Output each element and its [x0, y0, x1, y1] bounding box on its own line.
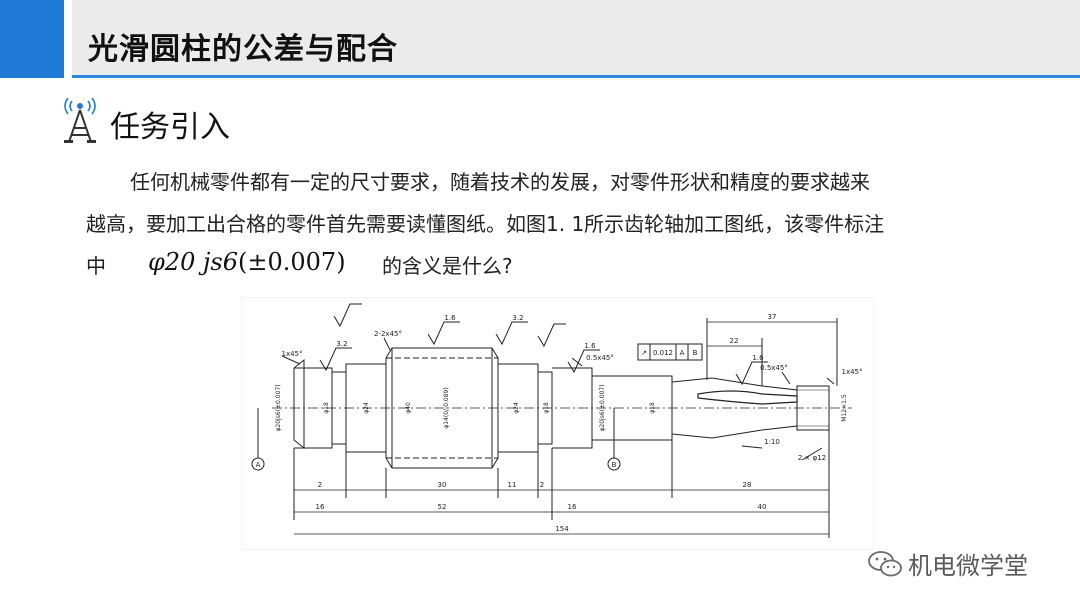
- datum-a-label: A: [256, 461, 261, 469]
- chamfer-label: 2-2x45°: [374, 330, 402, 338]
- roughness-label: 1.6: [444, 314, 456, 322]
- roughness-label: 3.2: [512, 314, 523, 322]
- page-title: 光滑圆柱的公差与配合: [88, 32, 398, 67]
- chamfer-label: 0.5x45°: [760, 364, 788, 372]
- watermark: 机电微学堂: [868, 546, 1028, 581]
- roughness-label: 1.6: [584, 342, 596, 350]
- paragraph-line-3-prefix: 中: [86, 254, 106, 278]
- tolerance-formula: φ20 js6(±0.007): [148, 248, 346, 276]
- paragraph-line-2: 越高，要加工出合格的零件首先需要读懂图纸。如图1. 1所示齿轮轴加工图纸，该零件…: [86, 212, 885, 236]
- diameter-label: φ24: [363, 402, 370, 414]
- formula-fit-code: js6: [202, 248, 239, 276]
- chamfer-label: 0.5x45°: [586, 354, 614, 362]
- formula-tolerance: (±0.007): [238, 248, 346, 276]
- roughness-label: 3.2: [336, 340, 347, 348]
- diameter-label: φ18: [323, 402, 330, 414]
- gear-shaft-drawing: 2 30 11 2 28 16 52 16 40 154 37 22 1x45°…: [242, 298, 873, 549]
- datum-b-label: B: [612, 461, 617, 469]
- diameter-label: M12×1.5: [841, 394, 848, 422]
- paragraph-line-3-question: 的含义是什么?: [382, 254, 513, 278]
- dim-label: 16: [568, 503, 577, 511]
- diameter-label: φ18: [649, 402, 656, 414]
- diameter-label: φ24: [513, 402, 520, 414]
- roughness-label: 1.6: [752, 354, 764, 362]
- diameter-label: φ40: [405, 402, 412, 414]
- tolerance-value: 0.012: [653, 349, 673, 357]
- taper-label: 1:10: [764, 438, 780, 446]
- header-bar: [72, 0, 1080, 78]
- dim-label: 2: [540, 481, 544, 489]
- dim-label: 2: [318, 481, 322, 489]
- tolerance-symbol: ↗: [641, 349, 647, 357]
- dim-label: 11: [508, 481, 517, 489]
- diameter-label: φ14(0/-0.089): [443, 387, 450, 428]
- diameter-label: φ20js6(±0.007): [275, 384, 282, 431]
- hole-note: 2 × φ12: [798, 454, 826, 462]
- dim-label: 28: [743, 481, 752, 489]
- dim-label: 16: [316, 503, 325, 511]
- chamfer-label: 1x45°: [841, 368, 862, 376]
- tolerance-datum-a: A: [680, 349, 685, 357]
- dim-label: 154: [555, 525, 569, 533]
- dim-label: 37: [768, 313, 777, 321]
- tolerance-datum-b: B: [693, 349, 698, 357]
- diameter-label: φ20js6(±0.007): [599, 384, 606, 431]
- dim-label: 52: [438, 503, 447, 511]
- section-title: 任务引入: [110, 110, 230, 145]
- watermark-text: 机电微学堂: [908, 552, 1028, 580]
- antenna-icon: [60, 97, 100, 144]
- drawing-svg: 2 30 11 2 28 16 52 16 40 154 37 22 1x45°…: [251, 303, 863, 538]
- diameter-label: φ18: [543, 402, 550, 414]
- dim-label: 22: [730, 337, 739, 345]
- paragraph-line-1: 任何机械零件都有一定的尺寸要求，随着技术的发展，对零件形状和精度的要求越来: [130, 170, 870, 194]
- formula-diameter: φ20: [148, 248, 196, 276]
- dim-label: 30: [438, 481, 447, 489]
- header-accent-bar: [0, 0, 64, 78]
- wechat-icon: [868, 550, 902, 576]
- dim-label: 40: [758, 503, 767, 511]
- chamfer-label: 1x45°: [281, 350, 302, 358]
